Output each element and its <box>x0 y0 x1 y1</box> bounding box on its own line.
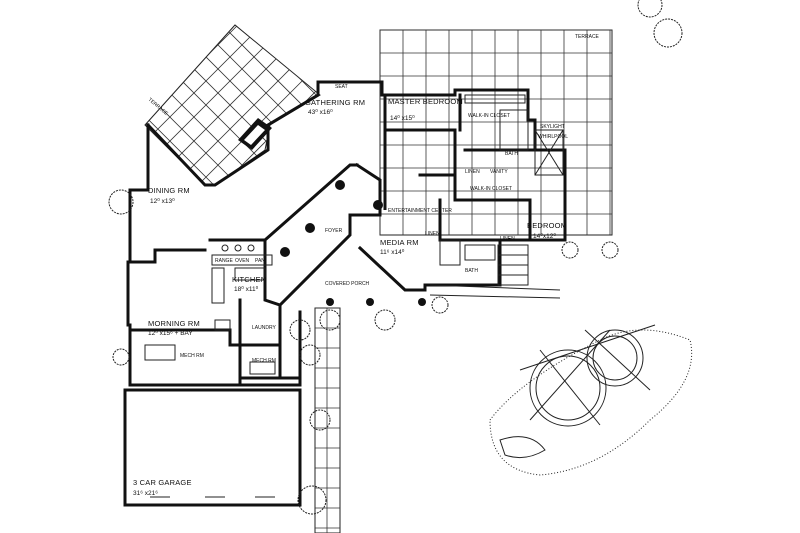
label-skylight: SKYLIGHT <box>540 124 565 130</box>
label-morning-dim: 12⁰ x15⁶ + BAY <box>148 329 193 337</box>
label-garage-dim: 31⁶ x21⁶ <box>133 490 158 497</box>
label-terrace-right: TERRACE <box>575 34 600 40</box>
label-walkin: WALK-IN CLOSET <box>468 113 510 119</box>
label-garage: 3 CAR GARAGE <box>133 478 192 487</box>
tile-line <box>233 25 320 102</box>
label-linen: LINEN <box>465 169 480 175</box>
label-master-dim: 14⁰ x15⁰ <box>390 114 415 122</box>
tile-line <box>145 96 239 185</box>
label-gathering: GATHERING RM <box>305 98 365 107</box>
label-terrace-left: TERRACE <box>147 97 170 117</box>
label-gathering-dim: 43⁰ x16⁰ <box>308 108 333 116</box>
label-whirlpool: WHIRLPOOL <box>538 134 568 140</box>
label-pan: PAN <box>255 258 265 264</box>
label-foyer: FOYER <box>325 228 343 234</box>
label-range: RANGE <box>215 258 233 264</box>
garden-sketch <box>489 324 693 476</box>
walkway <box>314 284 561 533</box>
fireplace <box>238 118 272 150</box>
tile-line <box>173 48 287 162</box>
label-kitchen-dim: 18⁰ x11⁰ <box>234 285 259 293</box>
label-dining: DINING RM <box>148 186 190 195</box>
label-bedroom: BEDROOM <box>527 221 567 230</box>
label-media-dim: 11⁶ x14⁰ <box>380 248 405 256</box>
trees <box>108 0 683 515</box>
label-kitchen: KITCHEN <box>232 275 266 284</box>
label-master: MASTER BEDROOM <box>388 97 463 106</box>
label-mech: MECH RM <box>252 358 276 364</box>
label-bedroom-dim: 14⁰x12⁰ <box>533 232 556 240</box>
label-linen2: LINEN <box>500 236 515 242</box>
label-mech-small: MECH RM <box>180 353 204 359</box>
tile-line <box>145 25 227 102</box>
walkway-grid <box>315 307 340 533</box>
label-linen3: LINEN <box>425 231 440 237</box>
terrace-right <box>379 29 613 236</box>
label-oven: OVEN <box>235 258 250 264</box>
house-walls <box>126 80 567 387</box>
label-morning: MORNING RM <box>148 319 200 328</box>
label-entertainment: ENTERTAINMENT CENTER <box>388 208 452 214</box>
label-laundry: LAUNDRY <box>252 325 276 331</box>
label-media: MEDIA RM <box>380 238 419 247</box>
terrace-right-grid <box>379 29 612 235</box>
label-bath: BATH <box>505 151 518 157</box>
room-labels: TERRACE TERRACE GATHERING RM 43⁰ x16⁰ SE… <box>133 34 600 497</box>
label-seat: SEAT <box>335 84 348 90</box>
fixtures <box>144 94 564 375</box>
label-dining-dim: 12⁰ x13⁰ <box>150 197 175 205</box>
label-vanity: VANITY <box>490 169 508 175</box>
label-covered-porch: COVERED PORCH <box>325 281 370 287</box>
tile-line <box>185 60 299 174</box>
label-walkin2: WALK-IN CLOSET <box>470 186 512 192</box>
garage <box>123 388 302 507</box>
label-bath2: BATH <box>465 268 478 274</box>
